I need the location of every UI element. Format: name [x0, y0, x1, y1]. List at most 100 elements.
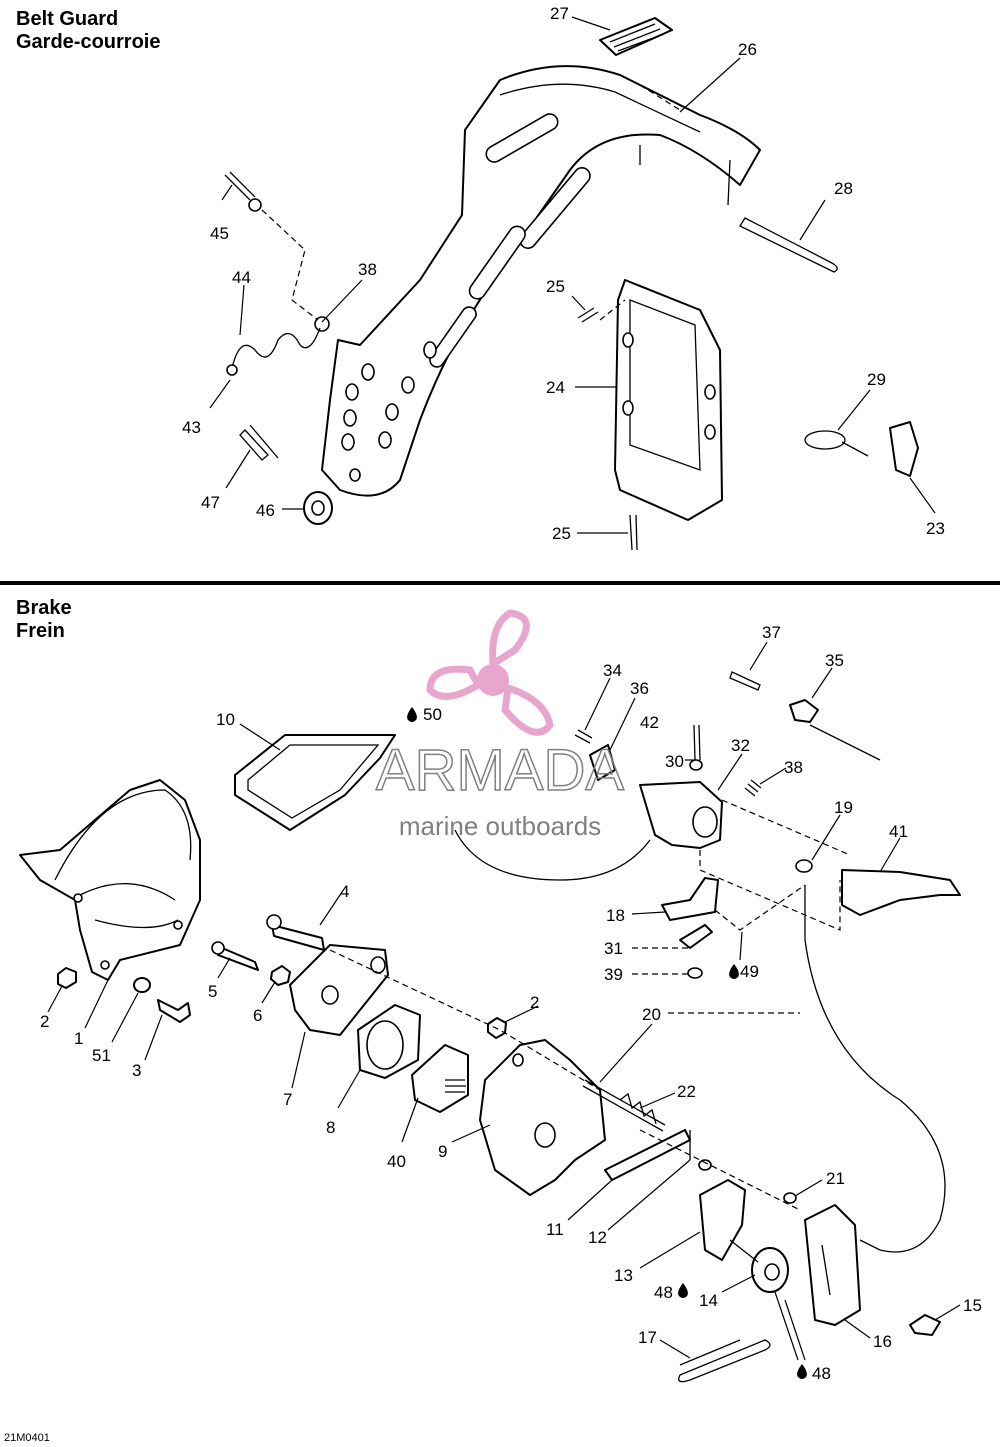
- clip-part: [239, 424, 279, 461]
- hairpin-clip-part: [739, 217, 838, 273]
- leader-34: [584, 677, 611, 731]
- callout-21: 21: [826, 1169, 845, 1188]
- dashed-leader: [599, 299, 626, 321]
- cable-routing: [454, 829, 651, 881]
- washer-part: [783, 1192, 797, 1204]
- callout-38-brake: 38: [784, 758, 803, 777]
- cotter-pin-leg: [679, 1339, 741, 1366]
- callout-8: 8: [326, 1118, 335, 1137]
- leader-45: [221, 184, 233, 201]
- hole: [343, 409, 357, 427]
- washer-part: [689, 759, 703, 771]
- leader-51: [111, 992, 139, 1043]
- decal-hatch: [609, 23, 665, 52]
- circlip-part: [795, 859, 813, 873]
- leader-22: [639, 1092, 676, 1109]
- leader-49: [739, 931, 743, 961]
- callout-23: 23: [926, 519, 945, 538]
- callout-6: 6: [253, 1006, 262, 1025]
- guard-bracket-part: [614, 279, 723, 521]
- spring-part: [619, 1092, 657, 1125]
- hole: [349, 468, 361, 482]
- belt-guard-rib: [639, 145, 731, 206]
- rod-part: [582, 1079, 666, 1132]
- callout-25-top: 25: [546, 277, 565, 296]
- leader-36: [609, 697, 636, 751]
- callout-48-left: 48: [654, 1283, 673, 1302]
- slot: [429, 306, 477, 368]
- callout-10: 10: [216, 710, 235, 729]
- leader-10: [239, 723, 281, 751]
- spring-part: [744, 779, 762, 797]
- leader-21: [794, 1179, 823, 1197]
- washer-part: [687, 967, 703, 979]
- callout-42: 42: [640, 713, 659, 732]
- strap-part: [804, 430, 846, 450]
- bolt-head: [211, 941, 225, 955]
- brand-tagline: marine outboards: [399, 811, 601, 841]
- clip-part: [889, 421, 919, 477]
- callout-41: 41: [889, 822, 908, 841]
- callout-17: 17: [638, 1328, 657, 1347]
- section-divider: [0, 581, 1000, 585]
- hole: [378, 431, 392, 449]
- dashed-axis: [699, 850, 841, 931]
- callout-49: 49: [740, 962, 759, 981]
- callout-20: 20: [642, 1005, 661, 1024]
- leader-19: [811, 814, 841, 861]
- cotter-pin-part: [678, 1339, 771, 1383]
- callout-12: 12: [588, 1228, 607, 1247]
- callout-36: 36: [630, 679, 649, 698]
- belt-guard-title-en: Belt Guard: [16, 8, 119, 30]
- slot: [519, 167, 591, 249]
- leader-1: [84, 979, 109, 1029]
- leader-35: [811, 667, 833, 699]
- clip-part: [909, 1314, 941, 1336]
- brake-leaders: [47, 641, 961, 1361]
- leader-17: [659, 1339, 691, 1359]
- hole: [423, 341, 437, 359]
- leader-3: [144, 1014, 163, 1061]
- switch-wire: [809, 724, 881, 761]
- hole: [512, 1053, 524, 1067]
- leader-40: [401, 1097, 419, 1143]
- leader-47: [225, 449, 251, 489]
- hole: [345, 383, 359, 401]
- brake-cable-part: [804, 885, 946, 1253]
- callout-9: 9: [438, 1142, 447, 1161]
- leader-18: [631, 911, 666, 915]
- leader-16: [844, 1319, 871, 1339]
- leader-13: [639, 1231, 701, 1269]
- callout-31: 31: [604, 939, 623, 958]
- callout-1: 1: [74, 1029, 83, 1048]
- oil-drop-icon: [678, 1283, 688, 1298]
- gear-hub: [764, 1263, 780, 1281]
- callout-43: 43: [182, 418, 201, 437]
- callout-18: 18: [606, 906, 625, 925]
- dashed-axis: [721, 799, 851, 856]
- hole: [622, 332, 634, 348]
- callout-2-center: 2: [530, 993, 539, 1012]
- propeller-icon: [426, 609, 554, 736]
- callout-46: 46: [256, 501, 275, 520]
- strap-tail: [841, 441, 869, 457]
- callout-47: 47: [201, 493, 220, 512]
- caliper-part: [289, 944, 389, 1036]
- bolt-part: [271, 924, 325, 951]
- callout-32: 32: [731, 736, 750, 755]
- leader-41: [879, 837, 901, 873]
- piston-part: [411, 1044, 469, 1113]
- callout-16: 16: [873, 1332, 892, 1351]
- oil-drop-icon: [797, 1364, 807, 1379]
- hole: [704, 384, 716, 400]
- dashed-leader: [261, 209, 319, 321]
- callout-37: 37: [762, 623, 781, 642]
- switch-part: [789, 699, 819, 723]
- decal-part: [599, 17, 673, 56]
- hole: [385, 403, 399, 421]
- callout-45: 45: [210, 224, 229, 243]
- brake-callouts: 37 35 34 36 10 50 42 30 32 38 19 41 18 3…: [40, 623, 982, 1383]
- housing-bore: [534, 1122, 556, 1148]
- support-part: [804, 1204, 861, 1326]
- callout-48-bottom: 48: [812, 1364, 831, 1383]
